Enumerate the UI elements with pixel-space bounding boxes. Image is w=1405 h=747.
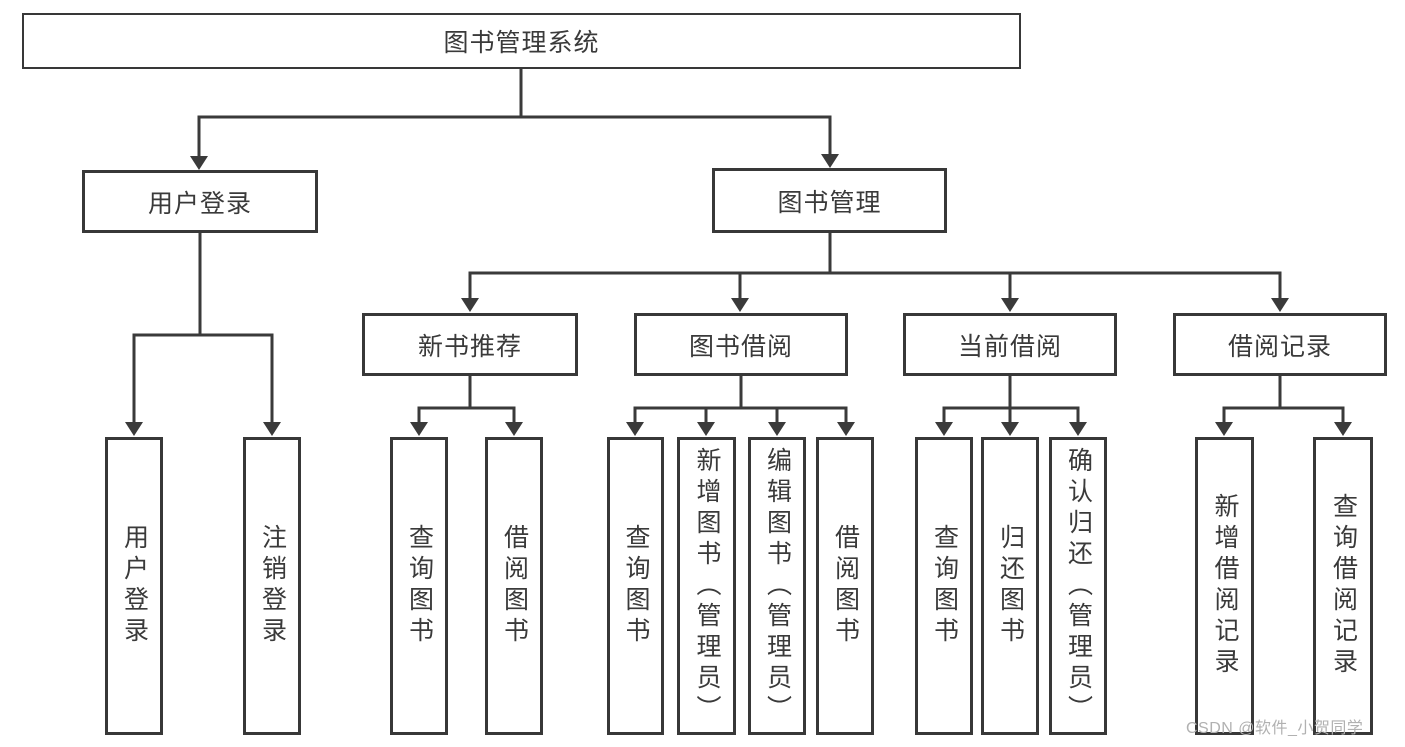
- node-user-login: 用户登录: [82, 170, 318, 233]
- leaf-borrow-books-recommend: 借阅图书: [485, 437, 543, 735]
- leaf-query-books-borrow: 查询图书: [607, 437, 664, 735]
- arrow-down-icon: [125, 422, 143, 436]
- arrow-down-icon: [768, 422, 786, 436]
- arrow-down-icon: [731, 298, 749, 312]
- leaf-borrow-books: 借阅图书: [816, 437, 874, 735]
- connector-root-to-level2: [197, 64, 832, 160]
- arrowheads: [125, 154, 1352, 436]
- arrow-down-icon: [1215, 422, 1233, 436]
- connector-user-login-children: [132, 229, 274, 426]
- node-borrow-records: 借阅记录: [1173, 313, 1387, 376]
- node-root-system: 图书管理系统: [22, 13, 1021, 69]
- connector-current-borrow-children: [942, 372, 1080, 426]
- arrow-down-icon: [1271, 298, 1289, 312]
- arrow-down-icon: [837, 422, 855, 436]
- node-book-management: 图书管理: [712, 168, 947, 233]
- leaf-add-borrow-record: 新增借阅记录: [1195, 437, 1254, 735]
- leaf-add-books-admin: 新增图书（管理员）: [677, 437, 736, 735]
- connector-new-book-children: [417, 372, 516, 426]
- node-book-borrow: 图书借阅: [634, 313, 848, 376]
- leaf-query-borrow-record: 查询借阅记录: [1313, 437, 1373, 735]
- arrow-down-icon: [410, 422, 428, 436]
- arrow-down-icon: [1001, 422, 1019, 436]
- connector-book-borrow-children: [633, 372, 848, 426]
- leaf-edit-books-admin: 编辑图书（管理员）: [748, 437, 806, 735]
- node-current-borrow: 当前借阅: [903, 313, 1117, 376]
- arrow-down-icon: [190, 156, 208, 170]
- arrow-down-icon: [505, 422, 523, 436]
- arrow-down-icon: [1334, 422, 1352, 436]
- arrow-down-icon: [935, 422, 953, 436]
- arrow-down-icon: [697, 422, 715, 436]
- connector-book-mgmt-children: [468, 229, 1282, 302]
- csdn-watermark: CSDN @软件_小贺同学: [1186, 720, 1364, 737]
- leaf-query-books-current: 查询图书: [915, 437, 973, 735]
- arrow-down-icon: [626, 422, 644, 436]
- arrow-down-icon: [461, 298, 479, 312]
- leaf-return-books: 归还图书: [981, 437, 1039, 735]
- arrow-down-icon: [1069, 422, 1087, 436]
- arrow-down-icon: [821, 154, 839, 168]
- leaf-confirm-return-admin: 确认归还（管理员）: [1049, 437, 1107, 735]
- leaf-user-login: 用户登录: [105, 437, 163, 735]
- leaf-logout: 注销登录: [243, 437, 301, 735]
- node-new-book-recommend: 新书推荐: [362, 313, 578, 376]
- connector-borrow-records-children: [1222, 372, 1345, 426]
- arrow-down-icon: [263, 422, 281, 436]
- arrow-down-icon: [1001, 298, 1019, 312]
- leaf-query-books-recommend: 查询图书: [390, 437, 448, 735]
